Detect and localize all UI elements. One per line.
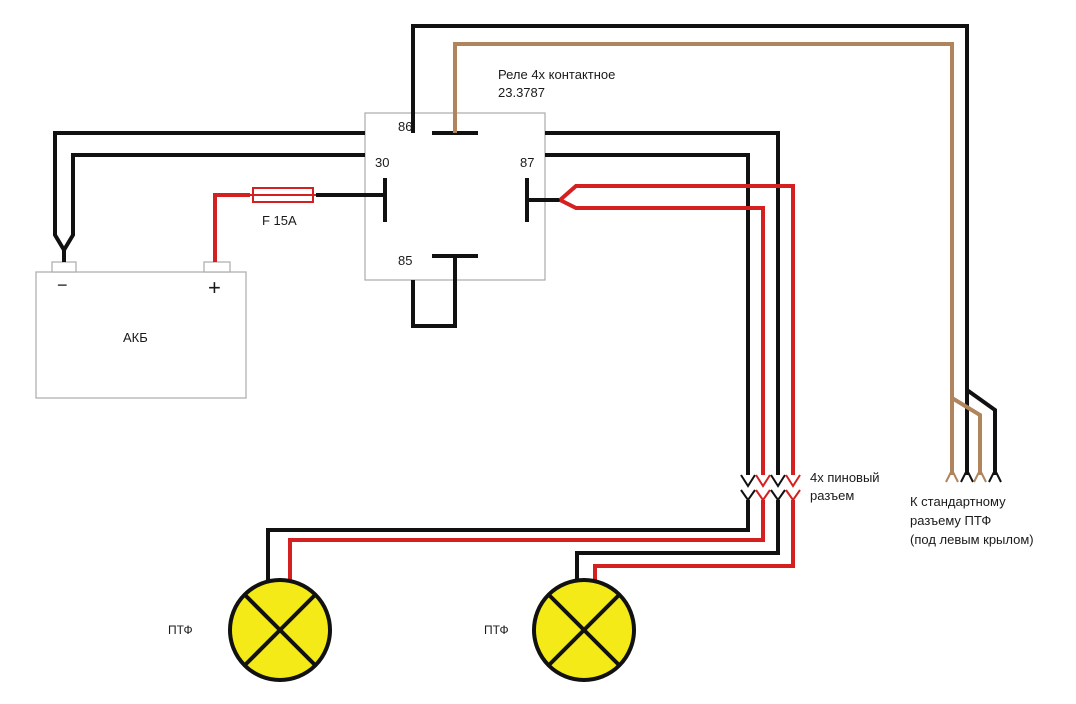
fuse: F 15A	[250, 187, 316, 228]
factory-plug-label-line1: К стандартному	[910, 494, 1006, 509]
relay-pin-85: 85	[398, 253, 412, 268]
relay-pin-87: 87	[520, 155, 534, 170]
relay-model: 23.3787	[498, 85, 545, 100]
wire-87-red-2	[559, 198, 765, 475]
relay-title: Реле 4х контактное	[498, 67, 615, 82]
fog-lamp-2-label: ПТФ	[484, 623, 509, 637]
connector-label-line1: 4х пиновый	[810, 470, 880, 485]
wire-battery-plus	[213, 193, 250, 262]
battery-label: АКБ	[123, 330, 148, 345]
fog-lamp-1-label: ПТФ	[168, 623, 193, 637]
battery-minus-sign: −	[57, 275, 68, 295]
battery-plus-sign: +	[208, 275, 221, 300]
wires	[53, 24, 997, 590]
relay-pin-86: 86	[398, 119, 412, 134]
wire-87-red-1	[558, 184, 795, 475]
battery-plus-terminal	[203, 261, 231, 273]
wire-86-brown	[453, 42, 954, 475]
wire-ground-outer	[53, 131, 365, 252]
wire-85-loop	[411, 256, 457, 328]
wire-lamp2-black	[575, 500, 780, 590]
fog-lamp-2: ПТФ	[484, 578, 636, 682]
factory-plug-label-line3: (под левым крылом)	[910, 532, 1034, 547]
four-pin-connector: 4х пиновый разъем	[740, 470, 880, 503]
relay: Реле 4х контактное 23.3787 86 30 87 85	[364, 67, 615, 281]
fog-lamp-1: ПТФ	[168, 578, 332, 682]
wire-lamp1-black	[266, 500, 750, 590]
factory-plug-label-line2: разъему ПТФ	[910, 513, 991, 528]
fuse-label: F 15A	[262, 213, 297, 228]
battery-minus-terminal	[51, 261, 77, 273]
wire-lamp1-red	[288, 500, 765, 590]
relay-body	[364, 112, 546, 281]
wire-black-top	[411, 24, 969, 475]
battery-body	[35, 271, 247, 399]
connector-label-line2: разъем	[810, 488, 854, 503]
wire-lamp2-red	[593, 500, 795, 590]
wire-ground-rail-2	[545, 153, 750, 475]
wire-ground-inner	[62, 153, 365, 252]
factory-plug-connector: К стандартному разъему ПТФ (под левым кр…	[910, 467, 1034, 547]
battery: − + АКБ	[35, 261, 247, 399]
relay-pin-30: 30	[375, 155, 389, 170]
wire-ground-rail-1	[545, 131, 780, 475]
